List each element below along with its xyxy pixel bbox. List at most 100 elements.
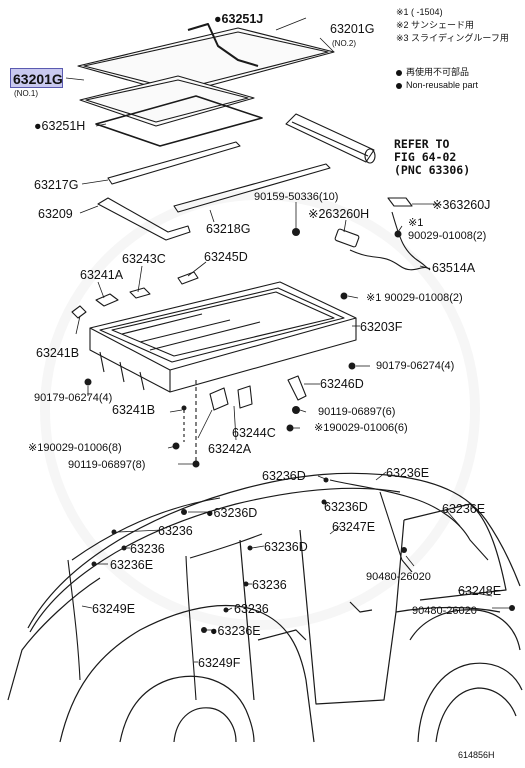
sunshade-motor-63260h [334, 228, 431, 271]
part-label-90119-06897-l[interactable]: 90119-06897(8) [68, 459, 146, 471]
bracket-63246d [287, 375, 307, 401]
part-label-90029-01008-b[interactable]: ※1 90029-01008(2) [366, 292, 463, 304]
part-label-63236d-left[interactable]: ●63236D [206, 506, 258, 520]
sunshade-roll [285, 113, 376, 164]
part-label-63244c[interactable]: 63244C [232, 426, 276, 440]
roof-drip-63236e [329, 479, 489, 573]
note-1: ※1 ( -1504) [396, 7, 443, 17]
part-label-90029-01006-l[interactable]: ※190029-01006(8) [28, 442, 122, 454]
legend-item-ja: 再使用不可部品 [396, 66, 478, 79]
glass-panel-no1 [79, 75, 255, 127]
part-label-63241b[interactable]: 63241B [36, 346, 80, 360]
part-label-63236e-top[interactable]: 63236E [386, 466, 430, 480]
part-label-63241b-2[interactable]: 63241B [112, 403, 156, 417]
clip-icon [243, 581, 249, 587]
weatherstrip-63251j [187, 23, 259, 67]
clip-icon [223, 607, 229, 613]
filled-dot-icon [396, 69, 402, 76]
part-label-63236d-mid[interactable]: 63236D [324, 500, 368, 514]
part-label-63260h[interactable]: ※263260H [308, 207, 370, 221]
watermark-seal [40, 190, 480, 630]
part-label-63236e-center[interactable]: ●63236E [210, 624, 261, 638]
part-label-63246d[interactable]: 63246D [320, 377, 364, 391]
part-label-63247e[interactable]: 63247E [332, 520, 376, 534]
note-2: ※2 サンシェード用 [396, 20, 475, 30]
clip-icon [247, 545, 253, 551]
part-label-90159-50336[interactable]: 90159-50336(10) [254, 191, 339, 203]
bolt-icon [292, 228, 300, 236]
part-label-63236e-right[interactable]: 63236E [442, 502, 486, 516]
part-label-63514a[interactable]: 63514A [432, 261, 476, 275]
part-label-63201g-no2-sub: (NO.2) [332, 39, 356, 48]
clip-icon [91, 561, 97, 567]
clip-icon [321, 499, 327, 505]
clip-icon [201, 627, 207, 633]
highlighted-part-sub: (NO.1) [14, 89, 38, 98]
bracket-63245d [177, 271, 199, 285]
part-label-90179-06274-l[interactable]: 90179-06274(4) [34, 392, 113, 404]
part-label-90179-06274-r[interactable]: 90179-06274(4) [376, 360, 455, 372]
frame-63209 [97, 197, 191, 241]
bolt-icon [181, 405, 187, 411]
part-label-63241a[interactable]: 63241A [80, 268, 124, 282]
part-label-90029-01006-r[interactable]: ※190029-01006(6) [314, 422, 408, 434]
part-label-note-1a: ※1 [408, 217, 424, 229]
part-label-90029-01008-a[interactable]: 90029-01008(2) [408, 230, 487, 242]
part-label-63249e[interactable]: 63249E [92, 602, 136, 616]
bracket-63242a [209, 387, 229, 411]
bolt-icon [340, 292, 348, 300]
part-label-90480-26020-a[interactable]: 90480-26020 [366, 571, 431, 583]
part-label-63245d[interactable]: 63245D [204, 250, 248, 264]
part-label-63260j[interactable]: ※363260J [432, 198, 491, 212]
part-label-63236d-center[interactable]: 63236D [264, 540, 308, 554]
sunroof-frame-63203f [89, 281, 357, 393]
clip-icon [401, 547, 407, 553]
part-label-63217g[interactable]: 63217G [34, 178, 79, 192]
part-label-63201g-no2[interactable]: 63201G [330, 22, 375, 36]
note-3: ※3 スライディングルーフ用 [396, 33, 509, 43]
bolt-icon [286, 424, 294, 432]
clip-icon [509, 605, 515, 611]
part-label-90480-26020-b[interactable]: 90480-26020 [412, 605, 477, 617]
part-label-63242a[interactable]: 63242A [208, 442, 252, 456]
part-label-63236-d[interactable]: 63236 [234, 602, 269, 616]
roof-rail-63249e [67, 497, 221, 681]
clip-icon [111, 529, 117, 535]
part-label-63218g[interactable]: 63218G [206, 222, 251, 236]
filled-dot-icon [396, 82, 402, 89]
roof-rail-63249f [185, 533, 263, 701]
part-label-63236-a[interactable]: 63236 [158, 524, 193, 538]
bracket-63243c [129, 287, 151, 299]
part-label-63209[interactable]: 63209 [38, 207, 73, 221]
part-label-63243c[interactable]: 63243C [122, 252, 166, 266]
clip-icon [181, 509, 187, 515]
bracket-63241a [95, 293, 119, 307]
legend-item-en: Non-reusable part [396, 79, 478, 92]
bracket-63244c [237, 385, 253, 409]
notes: ※1 ( -1504) ※2 サンシェード用 ※3 スライディングルーフ用 [396, 6, 509, 45]
part-label-63236e-left[interactable]: 63236E [110, 558, 154, 572]
clip-63241b [71, 305, 87, 319]
part-label-90119-06897-r[interactable]: 90119-06897(6) [318, 406, 396, 418]
bolt-icon [292, 406, 300, 414]
part-label-63249f[interactable]: 63249F [198, 656, 241, 670]
vehicle-body [7, 472, 523, 743]
part-label-63203f[interactable]: 63203F [360, 320, 403, 334]
part-label-63251j[interactable]: ●63251J [214, 12, 264, 26]
bolt-icon [394, 230, 402, 238]
part-label-63251h[interactable]: ●63251H [34, 119, 86, 133]
rail-63218g [173, 163, 331, 213]
highlighted-part-number[interactable]: 63201G [10, 68, 63, 88]
part-label-63236-c[interactable]: 63236 [252, 578, 287, 592]
bolt-icon [348, 362, 356, 370]
rail-63217g [107, 141, 241, 185]
part-label-63236d-top[interactable]: 63236D [262, 469, 306, 483]
figure-id: 614856H [458, 750, 495, 760]
refer-note[interactable]: REFER TO FIG 64-02 (PNC 63306) [394, 137, 471, 177]
weatherstrip-63251h [95, 95, 263, 147]
legend: 再使用不可部品 Non-reusable part [396, 66, 478, 92]
part-label-63236-b[interactable]: 63236 [130, 542, 165, 556]
part-label-63248e[interactable]: 63248E [458, 584, 502, 598]
bolt-icon [84, 378, 92, 386]
